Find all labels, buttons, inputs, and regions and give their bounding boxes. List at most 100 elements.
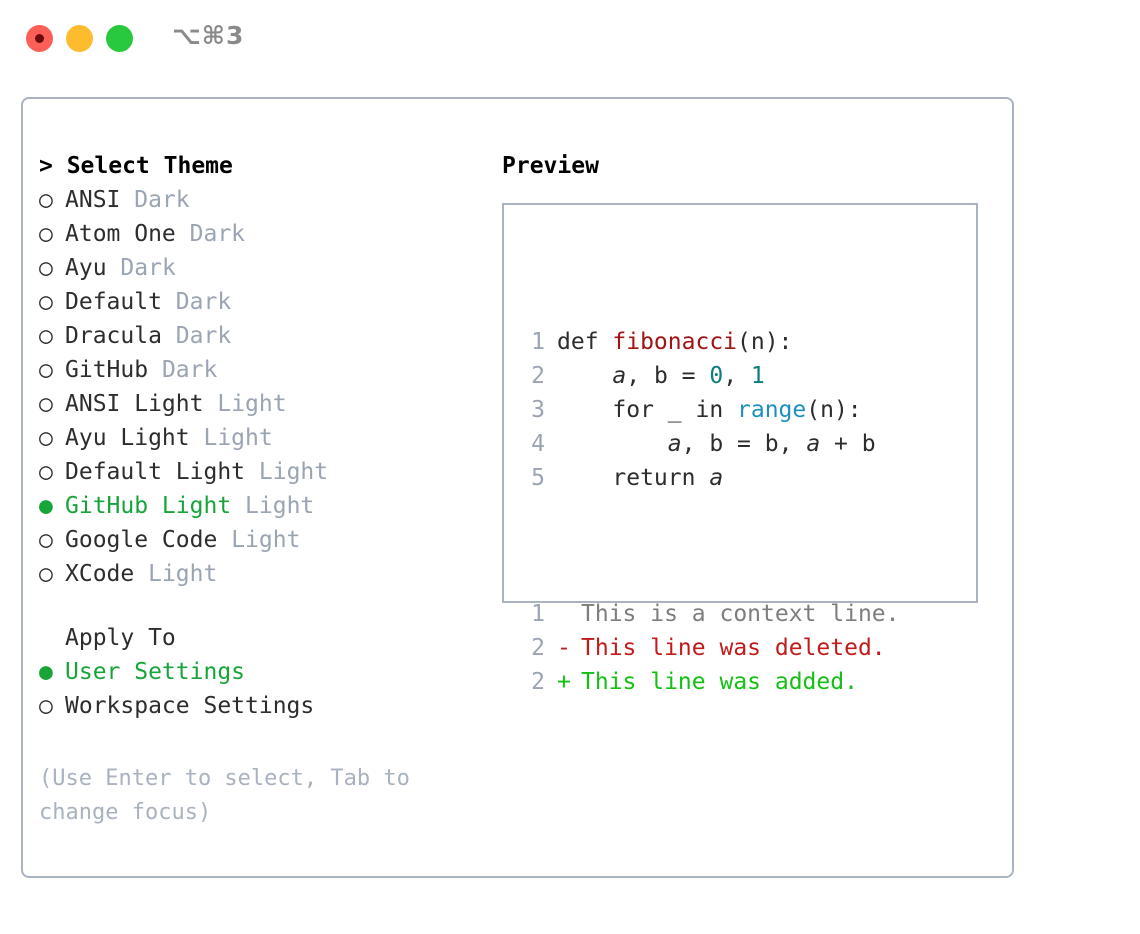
radio-unselected-icon: ○ [39,323,53,349]
diff-line: 2-This line was deleted. [521,631,900,665]
maximize-button[interactable] [106,25,133,52]
apply-to-label: Workspace Settings [65,693,315,719]
code-line: 4 a, b = b, a + b [521,427,900,461]
code-line: 2 a, b = 0, 1 [521,359,900,393]
theme-list-item[interactable]: ○Ayu Light Light [39,421,489,455]
theme-name: Ayu [65,255,107,281]
theme-variant-tag: Dark [134,187,190,213]
radio-unselected-icon: ○ [39,221,53,247]
code-token: for _ in [557,397,738,423]
code-token: b [709,431,724,457]
code-token: = [723,431,765,457]
window-controls [26,25,133,52]
code-token: = [667,363,710,389]
main-panel: > Select Theme ○ANSI Dark○Atom One Dark○… [21,97,1014,878]
theme-variant-tag: Light [245,493,315,519]
theme-list-item[interactable]: ○ Atom One Dark [39,217,489,251]
diff-marker: + [557,669,571,695]
theme-list-item[interactable]: ○ XCode Light [39,557,489,591]
theme-name: XCode [65,561,135,587]
code-token: (n): [737,329,793,355]
diff-marker: - [557,635,571,661]
theme-list-item[interactable]: ○ANSI Light Light [39,387,489,421]
minimize-button[interactable] [66,25,93,52]
theme-variant-tag: Dark [175,289,232,315]
theme-list-item[interactable]: ● GitHub Light Light [39,489,489,523]
theme-variant-tag: Dark [120,255,176,281]
diff-text: This is a context line. [581,601,900,627]
theme-variant-tag: Dark [175,323,232,349]
radio-unselected-icon: ○ [39,255,53,281]
code-line: 5 return a [521,461,900,495]
code-token: , [626,363,654,389]
code-token: a [806,431,821,457]
apply-to-option[interactable]: ○Workspace Settings [39,689,489,723]
theme-name: Dracula [65,323,162,349]
theme-list-item[interactable]: ○ Ayu Dark [39,251,489,285]
code-token: return [557,465,710,491]
apply-to-header: Apply To [65,625,176,651]
theme-selection-column: > Select Theme ○ANSI Dark○Atom One Dark○… [39,149,489,723]
theme-name: Default Light [65,459,246,485]
radio-unselected-icon: ○ [39,527,53,553]
code-token: def [557,329,613,355]
code-token: 0 [709,363,724,389]
theme-list[interactable]: ○ANSI Dark○Atom One Dark○Ayu Dark○Defaul… [39,183,489,591]
line-number: 2 [531,635,545,661]
code-token: 1 [750,363,765,389]
theme-variant-tag: Dark [161,357,218,383]
apply-to-option[interactable]: ● User Settings [39,655,489,689]
code-token: a [612,363,627,389]
theme-list-item[interactable]: ○GitHub Dark [39,353,489,387]
preview-title: Preview [502,153,599,179]
line-number: 4 [531,431,545,457]
code-token: a [709,465,724,491]
apply-to-list[interactable]: ● User Settings ○Workspace Settings [39,655,489,723]
theme-name: Ayu Light [65,425,190,451]
theme-list-item[interactable]: ○ Default Light Light [39,455,489,489]
code-token: , [778,431,807,457]
radio-selected-icon: ● [39,659,53,685]
theme-variant-tag: Dark [189,221,246,247]
code-token: + [820,431,862,457]
code-token: (n): [806,397,862,423]
theme-list-item[interactable]: ○ Dracula Dark [39,319,489,353]
diff-marker [557,597,581,631]
theme-list-item[interactable]: ○ANSI Dark [39,183,489,217]
diff-lines: 1 This is a context line. 2-This line was… [521,597,900,699]
diff-text: This line was added. [581,669,858,695]
code-token [557,431,668,457]
code-token [557,363,612,389]
code-token: b [653,363,668,389]
line-number: 5 [531,465,545,491]
theme-name: GitHub Light [65,493,232,519]
theme-variant-tag: Light [217,391,287,417]
radio-selected-icon: ● [39,493,53,519]
code-token: fibonacci [612,329,738,355]
theme-name: GitHub [65,357,149,383]
theme-variant-tag: Light [148,561,218,587]
theme-name: Google Code [65,527,218,553]
theme-variant-tag: Light [231,527,301,553]
diff-line: 2+This line was added. [521,665,900,699]
code-token: range [737,397,807,423]
theme-list-item[interactable]: ○Default Dark [39,285,489,319]
radio-unselected-icon: ○ [39,391,53,417]
close-button[interactable] [26,25,53,52]
radio-unselected-icon: ○ [39,425,53,451]
radio-unselected-icon: ○ [39,459,53,485]
theme-name: Atom One [65,221,176,247]
diff-text: This line was deleted. [581,635,886,661]
theme-variant-tag: Light [258,459,329,485]
radio-unselected-icon: ○ [39,561,53,587]
theme-list-header: > Select Theme [39,153,233,179]
code-token: b [764,431,779,457]
theme-list-item[interactable]: ○ Google Code Light [39,523,489,557]
recording-dot-icon [35,34,44,43]
code-token: b [861,431,876,457]
apply-to-label: User Settings [65,659,246,685]
line-number: 1 [531,601,545,627]
